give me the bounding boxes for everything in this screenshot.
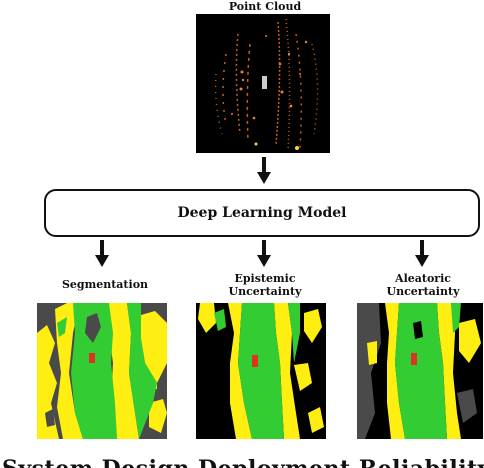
cut-off-caption-text: System Design Deployment Reliability [2, 456, 484, 468]
epistemic-uncertainty-label: Epistemic Uncertainty [200, 272, 330, 298]
ego-vehicle-marker [262, 76, 267, 89]
point-cloud-scatter [231, 35, 308, 120]
aleatoric-label-line2: Uncertainty [386, 285, 460, 298]
point-cloud-scan-lines [214, 18, 319, 150]
segmentation-image [37, 303, 167, 439]
car-marker [89, 353, 95, 363]
cut-off-caption: System Design Deployment Reliability [0, 452, 484, 468]
epistemic-label-line1: Epistemic [234, 272, 296, 285]
car-marker [252, 355, 258, 367]
arrow-down-icon [415, 240, 429, 267]
arrow-down-icon [257, 240, 271, 267]
aleatoric-uncertainty-image [357, 303, 483, 439]
arrow-down-icon [95, 240, 109, 267]
aleatoric-label-line1: Aleatoric [395, 272, 451, 285]
epistemic-uncertainty-image [196, 303, 326, 439]
aleatoric-uncertainty-label: Aleatoric Uncertainty [358, 272, 484, 298]
arrow-down-icon [257, 157, 271, 184]
point-cloud-image [196, 14, 330, 153]
model-label: Deep Learning Model [177, 205, 347, 221]
point-cloud-label: Point Cloud [228, 0, 302, 13]
segmentation-label: Segmentation [61, 278, 149, 291]
car-marker [411, 353, 417, 365]
deep-learning-model-box: Deep Learning Model [44, 189, 480, 237]
epistemic-label-line2: Uncertainty [228, 285, 302, 298]
